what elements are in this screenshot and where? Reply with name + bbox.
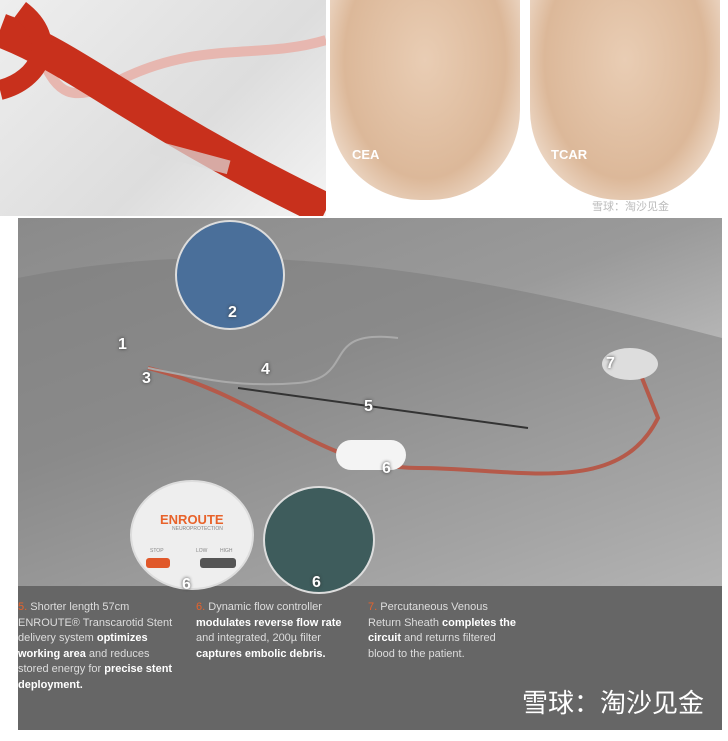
callout-6-controller: 6 <box>182 576 191 593</box>
callout-3: 3 <box>142 370 151 387</box>
flow-lever <box>200 558 236 568</box>
callout-5: 5 <box>364 398 373 415</box>
neck-tcar <box>530 0 720 200</box>
stop-label: STOP <box>150 548 164 554</box>
high-label: HIGH <box>220 548 233 554</box>
caption-6: 6. Dynamic flow controller modulates rev… <box>196 601 342 660</box>
cea-vs-tcar-illustration: CEA TCAR 雪球：淘沙见金 <box>330 0 728 216</box>
caption-5: 5. Shorter length 57cm ENROUTE® Transcar… <box>18 601 173 691</box>
inset-flow-controller: ENROUTE NEUROPROTECTION STOP LOW HIGH <box>130 480 254 590</box>
controller-sub: NEUROPROTECTION <box>172 526 223 532</box>
patient-circuit-illustration: ENROUTE NEUROPROTECTION STOP LOW HIGH 1 … <box>18 218 722 594</box>
callout-1: 1 <box>118 336 127 353</box>
watermark-small: 雪球：淘沙见金 <box>592 201 669 213</box>
xueqiu-watermark: 雪球：淘沙见金 <box>521 689 704 719</box>
label-cea: CEA <box>352 147 380 162</box>
controller-brand: ENROUTE <box>160 512 224 527</box>
inset-sheath-tip <box>175 220 285 330</box>
artery-drawing <box>0 2 326 216</box>
callout-4: 4 <box>261 361 270 378</box>
callout-6: 6 <box>382 460 391 477</box>
neck-cea <box>330 0 520 200</box>
caption-7: 7. Percutaneous Venous Return Sheath com… <box>368 601 516 660</box>
artery-stent-illustration <box>0 0 326 216</box>
stop-button <box>146 558 170 568</box>
callout-6-filter: 6 <box>312 574 321 591</box>
label-tcar: TCAR <box>551 147 588 162</box>
inset-filter <box>263 486 375 594</box>
low-label: LOW <box>196 548 208 554</box>
tcar-system-panel: ENROUTE NEUROPROTECTION STOP LOW HIGH 1 … <box>18 218 722 730</box>
callout-7: 7 <box>606 355 615 372</box>
callout-2: 2 <box>228 304 237 321</box>
